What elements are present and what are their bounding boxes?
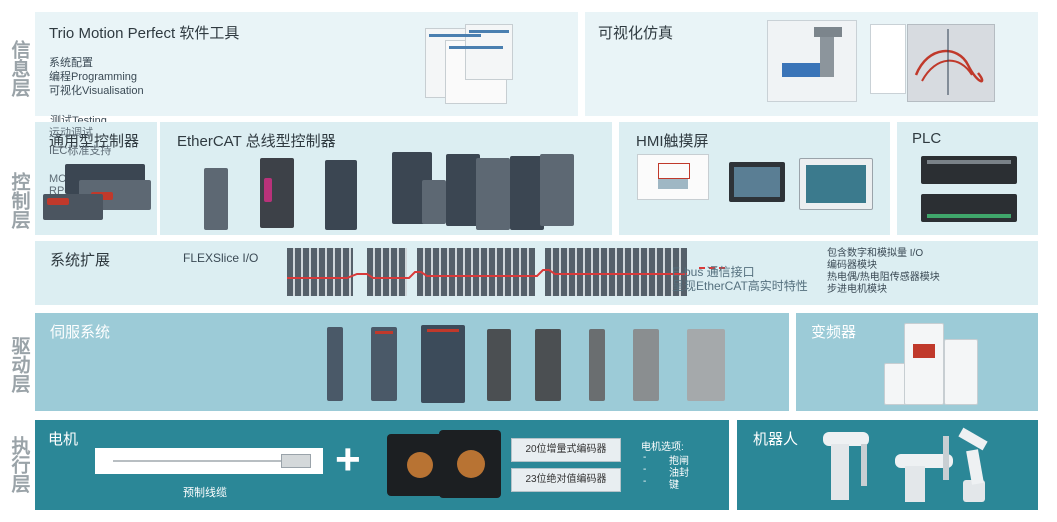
io-note-2: 编码器模块 — [827, 260, 877, 271]
simulation-panel: 可视化仿真 — [585, 12, 1038, 116]
vfd-device-3 — [944, 339, 978, 405]
general-controller-red-tag-2 — [47, 198, 69, 205]
motor-panel: 电机 预制线缆 + 20位增量式编码器 23位绝对值编码器 电机选项: - 抱闸… — [35, 420, 729, 510]
layer-label-info: 信息层 — [8, 40, 31, 97]
ethercat-controller-3 — [325, 160, 357, 230]
plc-device-1 — [921, 156, 1017, 184]
servo-drive-5 — [535, 329, 561, 401]
io-group-4 — [545, 248, 687, 296]
robot-2-shaft — [943, 436, 949, 480]
software-feature-1: 系统配置 — [49, 57, 93, 69]
ethercat-controller-title: EtherCAT 总线型控制器 — [177, 133, 336, 150]
servo-drive-6 — [589, 329, 605, 401]
ethercat-controller-2-accent — [264, 178, 272, 202]
robot-2-arm — [895, 454, 953, 468]
option-bullet-3: - — [643, 476, 647, 487]
servo-drive-2 — [371, 327, 397, 401]
servo-drive-7 — [633, 329, 659, 401]
motor-1 — [387, 434, 443, 496]
io-group-1 — [287, 248, 353, 296]
cable-label: 预制线缆 — [183, 487, 227, 499]
ethercat-controller-1 — [204, 168, 228, 230]
hmi-device-2 — [799, 158, 873, 210]
motor-option-2: 油封 — [669, 468, 689, 479]
robot-2-base — [905, 466, 925, 502]
robot-panel: 机器人 — [737, 420, 1038, 510]
robot-title: 机器人 — [753, 431, 799, 448]
hmi-device-1 — [729, 162, 785, 202]
encoder-option-1: 20位增量式编码器 — [511, 438, 621, 462]
simulation-ui-panel — [870, 24, 906, 94]
flexslice-label: FLEXSlice I/O — [183, 251, 259, 265]
servo-drive-1 — [327, 327, 343, 401]
software-feature-3: 可视化Visualisation — [49, 85, 144, 97]
servo-panel: 伺服系统 — [35, 313, 789, 411]
robot-3-base — [963, 480, 985, 502]
software-feature-6: IEC标准支持 — [49, 145, 112, 157]
robot-1-base — [831, 444, 849, 500]
hmi-panel: HMI触摸屏 — [619, 122, 890, 235]
servo-drive-3 — [421, 325, 465, 403]
ethercat-controller-6 — [446, 154, 480, 226]
option-bullet-1: - — [643, 452, 647, 463]
layer-label-drive: 驱动层 — [8, 336, 31, 393]
ethercat-controller-9 — [540, 154, 574, 226]
ethercat-controller-panel: EtherCAT 总线型控制器 — [160, 122, 612, 235]
vfd-panel: 变频器 — [796, 313, 1038, 411]
ethercat-controller-5 — [422, 180, 446, 224]
software-feature-5: 运动调试 — [49, 127, 93, 139]
motor-option-3: 键 — [669, 480, 679, 491]
vfd-title: 变频器 — [811, 324, 857, 341]
servo-drive-8 — [687, 329, 725, 401]
ebus-line-1: E-bus 通信接口 — [672, 265, 755, 279]
motor-option-1: 抱闸 — [669, 456, 689, 467]
io-note-1: 包含数字和模拟量 I/O — [827, 248, 924, 259]
ethercat-controller-7 — [476, 158, 510, 230]
software-screenshot — [425, 22, 515, 110]
vfd-device-2 — [904, 323, 944, 405]
software-title: Trio Motion Perfect 软件工具 — [49, 25, 240, 42]
simulation-title: 可视化仿真 — [598, 25, 674, 42]
plc-panel: PLC — [897, 122, 1038, 235]
vfd-device-1 — [884, 363, 906, 405]
servo-drive-4 — [487, 329, 511, 401]
expansion-title: 系统扩展 — [50, 252, 111, 269]
robot-1-arm — [823, 432, 869, 446]
layer-label-exec: 执行层 — [8, 436, 31, 493]
robot-3-forearm — [958, 427, 988, 451]
software-panel: Trio Motion Perfect 软件工具 系统配置 编程Programm… — [35, 12, 578, 116]
general-controller-title: 通用型控制器 — [49, 133, 140, 150]
encoder-option-2: 23位绝对值编码器 — [511, 468, 621, 492]
robot-1-shaft — [861, 444, 867, 486]
io-note-4: 步进电机模块 — [827, 284, 887, 295]
plc-device-2 — [921, 194, 1017, 222]
io-note-3: 热电偶/热电阻传感器模块 — [827, 272, 940, 283]
layer-label-control: 控制层 — [8, 172, 31, 229]
ebus-path — [287, 267, 727, 279]
ebus-line-2: 呈现EtherCAT高实时特性 — [672, 279, 808, 293]
general-controller-panel: 通用型控制器 运动调试 IEC标准支持 MC1 RPC — [35, 122, 157, 235]
expansion-panel: 系统扩展 FLEXSlice I/O E-bus 通信接口 呈现EtherCAT… — [35, 241, 1038, 305]
plc-title: PLC — [912, 130, 942, 147]
hmi-software-screen — [637, 154, 709, 200]
simulation-path-image — [907, 24, 995, 102]
option-bullet-2: - — [643, 464, 647, 475]
io-group-3 — [417, 248, 535, 296]
simulation-robot-image — [767, 20, 857, 102]
io-group-2 — [367, 248, 407, 296]
software-feature-2: 编程Programming — [49, 71, 138, 83]
motor-options-title: 电机选项: — [641, 442, 684, 453]
servo-title: 伺服系统 — [50, 324, 111, 341]
motor-2 — [439, 430, 501, 498]
hmi-title: HMI触摸屏 — [636, 133, 709, 150]
motor-title: 电机 — [48, 431, 79, 448]
cable-image — [95, 448, 323, 474]
ethercat-controller-8 — [510, 156, 544, 230]
plus-sign: + — [335, 435, 361, 484]
